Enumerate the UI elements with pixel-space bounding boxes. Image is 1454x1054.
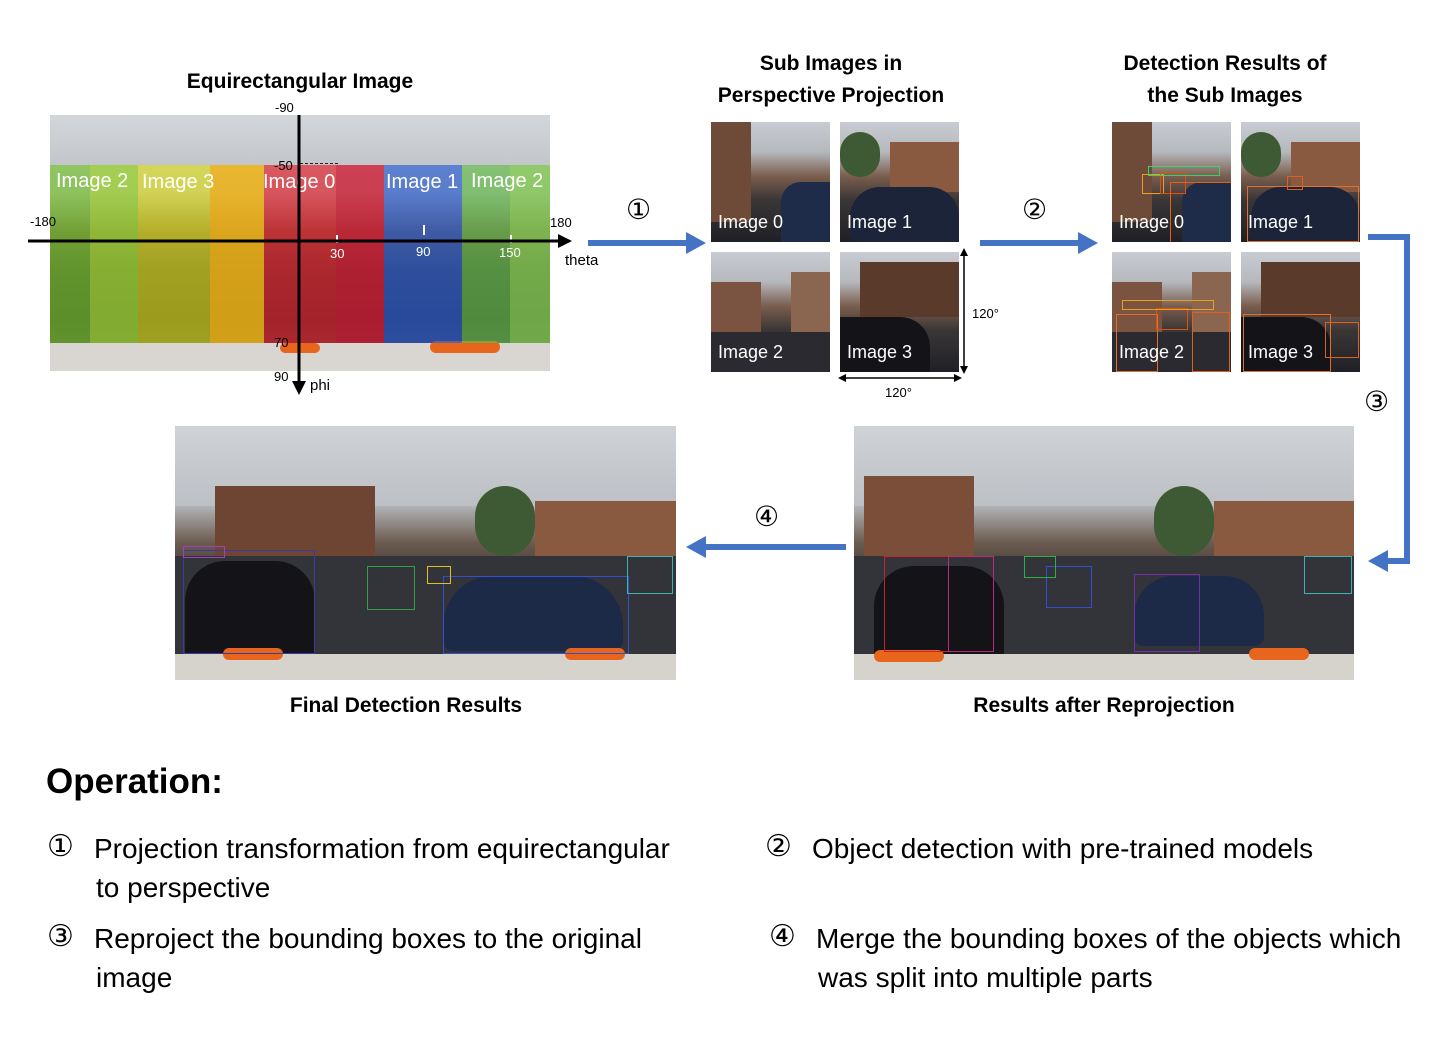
band-image-2-left <box>50 165 138 343</box>
detection-image-2: Image 2 <box>1112 252 1231 372</box>
band-label-image-2-left: Image 2 <box>56 170 129 192</box>
band-label-image-0: Image 0 <box>263 171 336 193</box>
band-image-2-right <box>462 165 550 343</box>
detections-title-line1: Detection Results of <box>1123 52 1327 75</box>
reprojection-panorama <box>854 426 1354 680</box>
tick-theta-90: 90 <box>416 244 431 259</box>
sub-images-title: Sub Images in Perspective Projection <box>690 48 972 112</box>
operation-step-1-text: Projection transformation from equirecta… <box>94 829 754 907</box>
operation-step-4-number: ④ <box>769 920 796 953</box>
tick-phi-bottom: 90 <box>274 369 289 384</box>
axis-label-theta: theta <box>565 252 599 269</box>
detection-image-0-label: Image 0 <box>1119 212 1185 232</box>
band-label-image-2-right: Image 2 <box>471 170 544 192</box>
operation-step-1-number: ① <box>47 830 74 863</box>
tick-theta-right: 180 <box>550 215 572 230</box>
tick-theta-left: -180 <box>30 214 57 229</box>
step-4-marker: ④ <box>754 501 780 532</box>
arrow-step-3 <box>1368 234 1410 572</box>
operation-step-4-text: Merge the bounding boxes of the objects … <box>816 919 1446 997</box>
operation-title: Operation: <box>46 762 223 801</box>
arrow-step-1 <box>588 232 706 254</box>
dimension-height: 120° <box>972 306 999 321</box>
band-label-image-1: Image 1 <box>386 171 459 193</box>
tick-theta-150: 150 <box>499 245 521 260</box>
band-label-image-3: Image 3 <box>142 171 215 193</box>
operation-step-2-number: ② <box>765 830 792 863</box>
band-image-0 <box>264 165 384 343</box>
band-image-1 <box>384 165 462 343</box>
sub-image-1: Image 1 <box>840 122 959 242</box>
step-2-marker: ② <box>1022 194 1048 225</box>
final-caption: Final Detection Results <box>289 694 523 717</box>
detection-image-1-label: Image 1 <box>1248 212 1314 232</box>
operation-step-2-text: Object detection with pre-trained models <box>812 829 1432 868</box>
operation-step-1-line2: to perspective <box>96 872 271 903</box>
sub-image-2: Image 2 <box>711 252 830 372</box>
operation-step-3-text: Reproject the bounding boxes to the orig… <box>94 919 754 997</box>
tick-phi-top: -90 <box>275 100 294 115</box>
arrow-step-4 <box>686 536 846 558</box>
sub-image-2-label: Image 2 <box>718 342 784 362</box>
step-3-marker: ③ <box>1364 386 1390 417</box>
sub-image-1-label: Image 1 <box>847 212 913 232</box>
dimension-arrows <box>838 248 968 382</box>
tick-theta-30: 30 <box>330 246 345 261</box>
operation-step-1-line1: Projection transformation from equirecta… <box>94 833 670 864</box>
detection-image-3: Image 3 <box>1241 252 1360 372</box>
equirect-title: Equirectangular Image <box>186 70 414 93</box>
step-1-marker: ① <box>626 194 652 225</box>
detection-image-0: Image 0 <box>1112 122 1231 242</box>
detection-image-1: Image 1 <box>1241 122 1360 242</box>
sub-image-3-label: Image 3 <box>847 342 913 362</box>
detection-image-2-label: Image 2 <box>1119 342 1185 362</box>
reprojection-caption: Results after Reprojection <box>973 694 1235 717</box>
sub-image-0: Image 0 <box>711 122 830 242</box>
operation-step-4-line1: Merge the bounding boxes of the objects … <box>816 923 1402 954</box>
operation-step-2-line1: Object detection with pre-trained models <box>812 833 1314 864</box>
detection-image-3-label: Image 3 <box>1248 342 1314 362</box>
tick-phi-70: 70 <box>274 335 289 350</box>
sub-images-title-line1: Sub Images in <box>759 52 903 75</box>
operation-step-3-number: ③ <box>47 920 74 953</box>
detections-title: Detection Results of the Sub Images <box>1090 48 1360 112</box>
equirect-image: Image 2 Image 3 Image 0 Image 1 Image 2 … <box>50 115 550 371</box>
axis-label-phi: phi <box>310 377 331 394</box>
detections-title-line2: the Sub Images <box>1147 84 1303 107</box>
operation-step-3-line1: Reproject the bounding boxes to the orig… <box>94 923 642 954</box>
final-panorama <box>175 426 676 680</box>
sub-image-0-label: Image 0 <box>718 212 784 232</box>
operation-step-4-line2: was split into multiple parts <box>818 962 1153 993</box>
tick-phi-m50: -50 <box>274 158 293 173</box>
dimension-width: 120° <box>885 385 912 400</box>
band-image-3-orange <box>210 165 264 343</box>
sub-images-title-line2: Perspective Projection <box>717 84 945 107</box>
band-image-0-dark <box>336 165 384 343</box>
band-image-2-overlap <box>90 165 138 343</box>
operation-step-3-line2: image <box>96 962 173 993</box>
arrow-step-2 <box>980 232 1098 254</box>
sub-image-3: Image 3 <box>840 252 959 372</box>
